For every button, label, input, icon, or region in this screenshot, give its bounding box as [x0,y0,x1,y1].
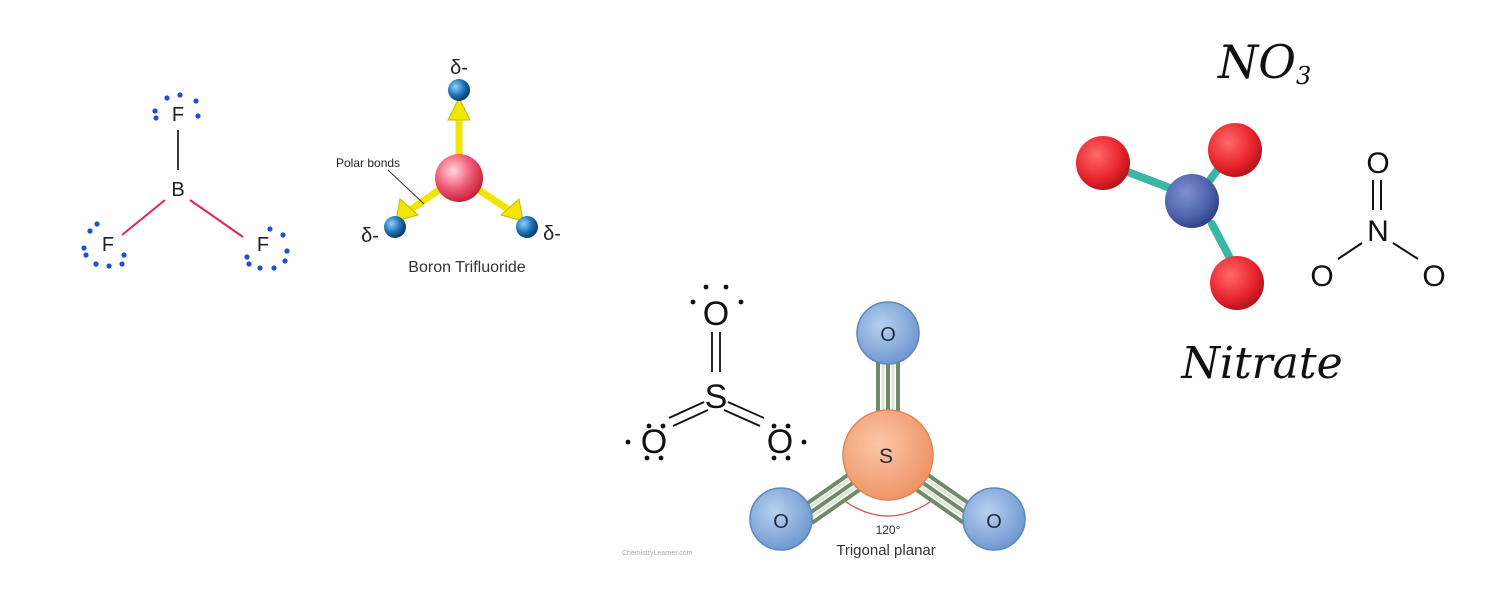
struct-o-left: O [1310,260,1333,293]
fluorine-sphere-top [448,79,470,101]
atom-f-top: F [172,104,184,126]
nitrate-formula: NO3 [1217,35,1311,90]
nitrate-oxygen-sphere-top [1208,123,1262,177]
so3-atom-o-top: O [703,295,729,333]
bond-b-f-left [121,199,166,236]
nitrate-panel: NO3 O N O O Nitrate [1076,35,1446,389]
bf3-lewis-structure: F B F F [81,92,290,271]
so3-model-s-center: S [879,445,893,468]
fluorine-sphere-right [516,216,538,238]
so3-atom-o-right: O [767,423,793,461]
so3-lewis-structure: O S O O [625,284,807,461]
bf3-polarity-diagram: Polar bonds δ- δ- δ- Boron Trifluoride [336,57,561,276]
so3-atom-o-left: O [641,423,667,461]
charge-top: δ- [450,57,468,79]
struct-o-top: O [1366,147,1389,180]
atom-b-center: B [171,179,184,201]
arrow-head-top [447,96,471,121]
so3-bond-top [876,355,900,420]
so3-model-o-right: O [986,511,1002,533]
so3-sulfur-sphere [842,409,934,501]
arrow-head-left [395,198,420,222]
lone-pairs-f-top [152,92,201,121]
polar-bonds-leader-line [387,169,425,205]
bond-b-f-right [189,199,244,238]
nitrate-caption: Nitrate [1180,338,1342,389]
lone-pairs-f-left [81,221,127,269]
charge-right: δ- [543,223,561,245]
arrow-head-right [499,198,524,222]
so3-oxygen-sphere-right [962,487,1026,551]
so3-bond-left [800,468,867,525]
charge-left: δ- [361,225,379,247]
bf3-caption: Boron Trifluoride [408,259,525,276]
boron-sphere [435,154,483,202]
so3-oxygen-sphere-left [749,487,813,551]
so3-ball-stick-model: O S O O 120° Trigonal planar ChemistryLe… [622,301,1026,559]
so3-caption: Trigonal planar [836,542,936,559]
nitrate-oxygen-sphere-bottom [1210,256,1264,310]
struct-o-right: O [1422,260,1445,293]
fluorine-sphere-left [384,216,406,238]
formula-subscript: 3 [1296,62,1311,90]
nitrate-nitrogen-sphere [1165,174,1219,228]
bond-angle-arc [845,501,931,517]
polar-bonds-label: Polar bonds [336,156,400,170]
so3-model-o-top: O [880,324,896,346]
watermark: ChemistryLearner.com [622,550,693,557]
struct-n-center: N [1367,215,1389,248]
so3-model-o-left: O [773,511,789,533]
so3-bond-right [909,468,976,525]
bond-angle-label: 120° [876,523,901,537]
atom-f-left: F [102,234,114,256]
atom-f-right: F [257,234,269,256]
lone-pairs-f-right [244,226,290,271]
nitrate-oxygen-sphere-left [1076,136,1130,190]
so3-lone-pairs [625,284,807,461]
so3-atom-s-center: S [705,378,728,416]
formula-main: NO [1217,35,1296,89]
so3-oxygen-sphere-top [856,301,920,365]
